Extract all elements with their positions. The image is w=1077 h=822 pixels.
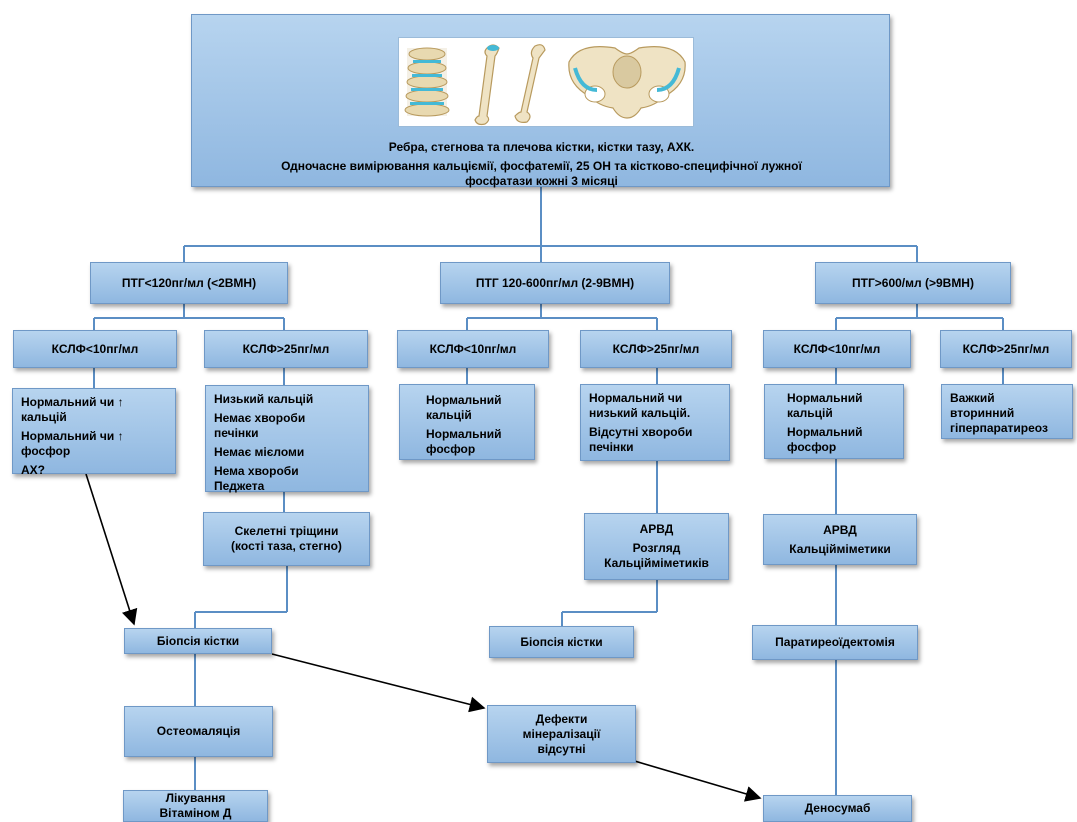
detail-e-line: Нормальний <box>787 425 863 439</box>
biopsy1-label: Біопсія кістки <box>156 633 240 648</box>
spine-icon <box>404 47 450 117</box>
detail-c-line: кальцій <box>426 408 472 422</box>
skeletal-line: Скелетні тріщини <box>234 524 339 538</box>
kslf-c-label: КСЛФ<10пг/мл <box>429 341 517 356</box>
detail-f-line: вторинний <box>950 406 1015 420</box>
detail-d-line: печінки <box>589 440 634 454</box>
kslf-c-box: КСЛФ<10пг/мл <box>397 330 549 368</box>
detail-b-line: печінки <box>214 426 259 440</box>
pth-mid-box: ПТГ 120-600пг/мл (2-9ВМН) <box>440 262 670 304</box>
kslf-d-label: КСЛФ>25пг/мл <box>612 341 700 356</box>
arvd2-line: Кальційміметики <box>789 541 891 556</box>
pth-low-box: ПТГ<120пг/мл (<2ВМН) <box>90 262 288 304</box>
parathyroidectomy-box: Паратиреоїдектомія <box>752 625 918 660</box>
detail-f-box: Важкий вторинний гіперпаратиреоз <box>941 384 1073 439</box>
detail-b-box: Низький кальцій Немає хвороби печінки Не… <box>205 385 369 493</box>
arvd-consider-box: АРВД Розгляд Кальційміметиків <box>584 513 729 580</box>
skeletal-fractures-box: Скелетні тріщини (кості таза, стегно) <box>203 512 370 566</box>
detail-d-box: Нормальний чи низький кальцій. Відсутні … <box>580 384 730 461</box>
root-box: Ребра, стегнова та плечова кістки, кістк… <box>191 14 890 188</box>
bone-biopsy-box-1: Біопсія кістки <box>124 628 272 654</box>
defects-line: відсутні <box>537 741 586 756</box>
detail-a-line: Нормальний чи ↑ <box>21 429 124 443</box>
kslf-f-label: КСЛФ>25пг/мл <box>962 341 1050 356</box>
treatment-line: Лікування <box>165 791 226 805</box>
detail-b-line: Педжета <box>214 479 265 493</box>
arvd2-line: АРВД <box>823 522 857 537</box>
kslf-b-label: КСЛФ>25пг/мл <box>242 341 330 356</box>
pth-mid-label: ПТГ 120-600пг/мл (2-9ВМН) <box>475 275 635 290</box>
kslf-a-box: КСЛФ<10пг/мл <box>13 330 177 368</box>
detail-c-box: Нормальний кальцій Нормальний фосфор <box>399 384 535 460</box>
treatment-line: Вітаміном Д <box>159 806 232 820</box>
skeletal-line: (кості таза, стегно) <box>231 539 342 553</box>
pth-high-label: ПТГ>600/мл (>9ВМН) <box>852 275 974 290</box>
detail-b-line: Низький кальцій <box>214 392 314 406</box>
detail-e-box: Нормальний кальцій Нормальний фосфор <box>764 384 904 459</box>
defects-line: Дефекти <box>535 711 588 726</box>
mineralization-defects-box: Дефекти мінералізації відсутні <box>487 705 636 763</box>
detail-a-box: Нормальний чи ↑ кальцій Нормальний чи ↑ … <box>12 388 176 477</box>
pth-low-label: ПТГ<120пг/мл (<2ВМН) <box>121 275 257 290</box>
defects-line: мінералізації <box>522 726 601 741</box>
detail-c-line: фосфор <box>426 442 476 456</box>
detail-b-line: Немає мієломи <box>214 445 305 459</box>
detail-f-line: Важкий <box>950 391 995 405</box>
arvd1-line: АРВД <box>639 522 674 536</box>
kslf-b-box: КСЛФ>25пг/мл <box>204 330 368 368</box>
detail-d-line: низький кальцій. <box>589 406 691 420</box>
bones-illustration <box>398 37 694 127</box>
root-title: Ребра, стегнова та плечова кістки, кістк… <box>388 140 695 154</box>
parathyroid-label: Паратиреоїдектомія <box>775 635 895 649</box>
kslf-e-box: КСЛФ<10пг/мл <box>763 330 911 368</box>
denosumab-box: Деносумаб <box>763 795 912 822</box>
root-text-line-3: фосфатази кожні 3 місяці <box>465 174 618 188</box>
humerus-icon <box>474 44 500 126</box>
kslf-d-box: КСЛФ>25пг/мл <box>580 330 732 368</box>
detail-d-line: Нормальний чи <box>589 391 683 405</box>
kslf-f-box: КСЛФ>25пг/мл <box>940 330 1072 368</box>
detail-a-line: фосфор <box>21 444 71 458</box>
bone-biopsy-box-2: Біопсія кістки <box>489 626 634 658</box>
detail-e-line: кальцій <box>787 406 833 420</box>
kslf-e-label: КСЛФ<10пг/мл <box>793 341 881 356</box>
detail-a-line: Нормальний чи ↑ <box>21 395 124 409</box>
detail-e-line: Нормальний <box>787 391 863 405</box>
detail-e-line: фосфор <box>787 440 837 454</box>
biopsy2-label: Біопсія кістки <box>520 634 603 649</box>
arvd1-line: Розгляд <box>632 541 681 555</box>
root-text-line-2: Одночасне вимірювання кальціємії, фосфат… <box>281 159 802 173</box>
vitamin-d-treatment-box: Лікування Вітаміном Д <box>123 790 268 822</box>
detail-b-line: Нема хвороби <box>214 464 299 478</box>
detail-a-line: АХ? <box>21 463 45 477</box>
detail-b-line: Немає хвороби <box>214 411 306 425</box>
detail-c-line: Нормальний <box>426 393 502 407</box>
femur-icon <box>514 44 546 123</box>
pth-high-box: ПТГ>600/мл (>9ВМН) <box>815 262 1011 304</box>
kslf-a-label: КСЛФ<10пг/мл <box>51 341 139 356</box>
detail-d-line: Відсутні хвороби <box>589 425 693 439</box>
detail-a-line: кальцій <box>21 410 67 424</box>
osteomalacia-box: Остеомаляція <box>124 706 273 757</box>
pelvis-icon <box>568 46 686 119</box>
osteomalacia-label: Остеомаляція <box>156 724 241 738</box>
detail-f-line: гіперпаратиреоз <box>950 421 1048 435</box>
arvd1-line: Кальційміметиків <box>604 556 709 570</box>
denosumab-label: Деносумаб <box>804 801 871 815</box>
arvd-calcimimetics-box: АРВД Кальційміметики <box>763 514 917 565</box>
detail-c-line: Нормальний <box>426 427 502 441</box>
